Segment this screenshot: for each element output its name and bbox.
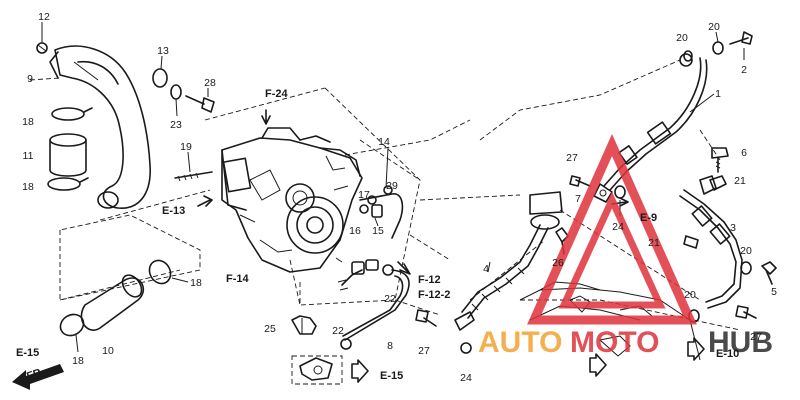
callout-25: 25 (264, 323, 276, 335)
stud-19 (174, 151, 213, 182)
hose-clamp-18a (148, 259, 189, 285)
callout-20: 20 (708, 21, 720, 33)
callout-15: 15 (372, 225, 384, 237)
callout-20: 20 (740, 245, 752, 257)
callout-18: 18 (22, 116, 34, 128)
oil-feed-pipe-14 (359, 147, 404, 239)
callout-23: 23 (170, 119, 182, 131)
callout-17: 17 (358, 189, 370, 201)
hose-clamp-18b (59, 313, 85, 353)
bolt-2 (729, 31, 753, 60)
watermark-text-hub: HUB (708, 326, 773, 359)
callout-9: 9 (27, 73, 33, 85)
front-direction-arrow (12, 364, 64, 390)
callout-24: 24 (612, 221, 624, 233)
reference-layer: F-24E-13F-14E-9F-12F-12-2E-15E-15E-10 (16, 88, 739, 382)
clip-25 (291, 315, 317, 335)
bracket-lower (291, 355, 343, 385)
watermark-text-moto: MOTO (570, 326, 659, 359)
callout-5: 5 (771, 286, 777, 298)
watermark-text-auto: AUTO (478, 326, 562, 359)
callout-19: 19 (180, 141, 192, 153)
bolt-28 (185, 88, 215, 113)
callout-18: 18 (22, 181, 34, 193)
callout-22: 22 (332, 325, 344, 337)
callout-18: 18 (190, 277, 202, 289)
intake-pipe (49, 45, 151, 209)
callout-27: 27 (750, 331, 762, 343)
callout-1: 1 (715, 88, 721, 100)
hose-11 (49, 133, 87, 177)
bolt-7 (569, 175, 613, 203)
watermark-logo: AUTO MOTO HUB (478, 133, 773, 359)
ref-e-15: E-15 (380, 370, 403, 382)
washer-23 (170, 84, 182, 117)
watermark-triangle-inner (558, 191, 666, 309)
assembly-lines (29, 59, 741, 331)
front-direction-label: FR- (25, 366, 46, 383)
callout-28: 28 (204, 77, 216, 89)
callout-11: 11 (23, 150, 34, 162)
callout-8: 8 (387, 340, 393, 352)
bolt-27-right (735, 305, 757, 319)
washer-20-top (683, 31, 724, 62)
hose-clamp-lower (47, 177, 89, 191)
callout-6: 6 (741, 147, 747, 159)
callout-16: 16 (349, 225, 361, 237)
grommet-13 (152, 55, 168, 88)
hose-10 (80, 274, 144, 331)
callout-20: 20 (684, 289, 696, 301)
callout-20: 20 (676, 32, 688, 44)
bolt-12 (36, 22, 48, 54)
turbocharger (221, 127, 363, 273)
bolt-5 (761, 261, 777, 285)
bolt-27-lower (415, 309, 437, 327)
callout-7: 7 (575, 193, 581, 205)
bolt-6 (711, 147, 729, 173)
callout-10: 10 (102, 345, 114, 357)
ref-e-9: E-9 (640, 212, 657, 224)
ref-f-12-2: F-12-2 (418, 289, 450, 301)
callout-14: 14 (378, 136, 390, 148)
callout-2: 2 (741, 64, 747, 76)
ref-e-10: E-10 (716, 348, 739, 360)
callout-21: 21 (648, 237, 660, 249)
watermark-triangle-outer (527, 133, 697, 325)
water-hose-4 (454, 191, 563, 354)
callout-26: 26 (552, 257, 564, 269)
callout-24: 24 (460, 372, 472, 384)
callout-12: 12 (38, 11, 50, 23)
ref-f-24: F-24 (265, 88, 289, 100)
callout-13: 13 (157, 45, 169, 57)
clip-21-right (709, 175, 727, 191)
water-pipe-1 (603, 53, 715, 191)
ref-f-14: F-14 (226, 273, 250, 285)
ref-e-13: E-13 (162, 205, 185, 217)
oil-return-pipe-8 (337, 259, 410, 350)
hose-clamp-upper (51, 107, 93, 121)
clip-21-left (683, 235, 699, 249)
callout-4: 4 (483, 263, 489, 275)
ref-e-15: E-15 (16, 347, 39, 359)
callout-29: 29 (386, 180, 398, 192)
ref-f-12: F-12 (418, 274, 441, 286)
callout-3: 3 (730, 222, 736, 234)
callout-22: 22 (384, 293, 396, 305)
callout-27: 27 (566, 152, 578, 164)
callout-27: 27 (418, 345, 430, 357)
callout-18: 18 (72, 355, 84, 367)
callout-21: 21 (734, 175, 746, 187)
